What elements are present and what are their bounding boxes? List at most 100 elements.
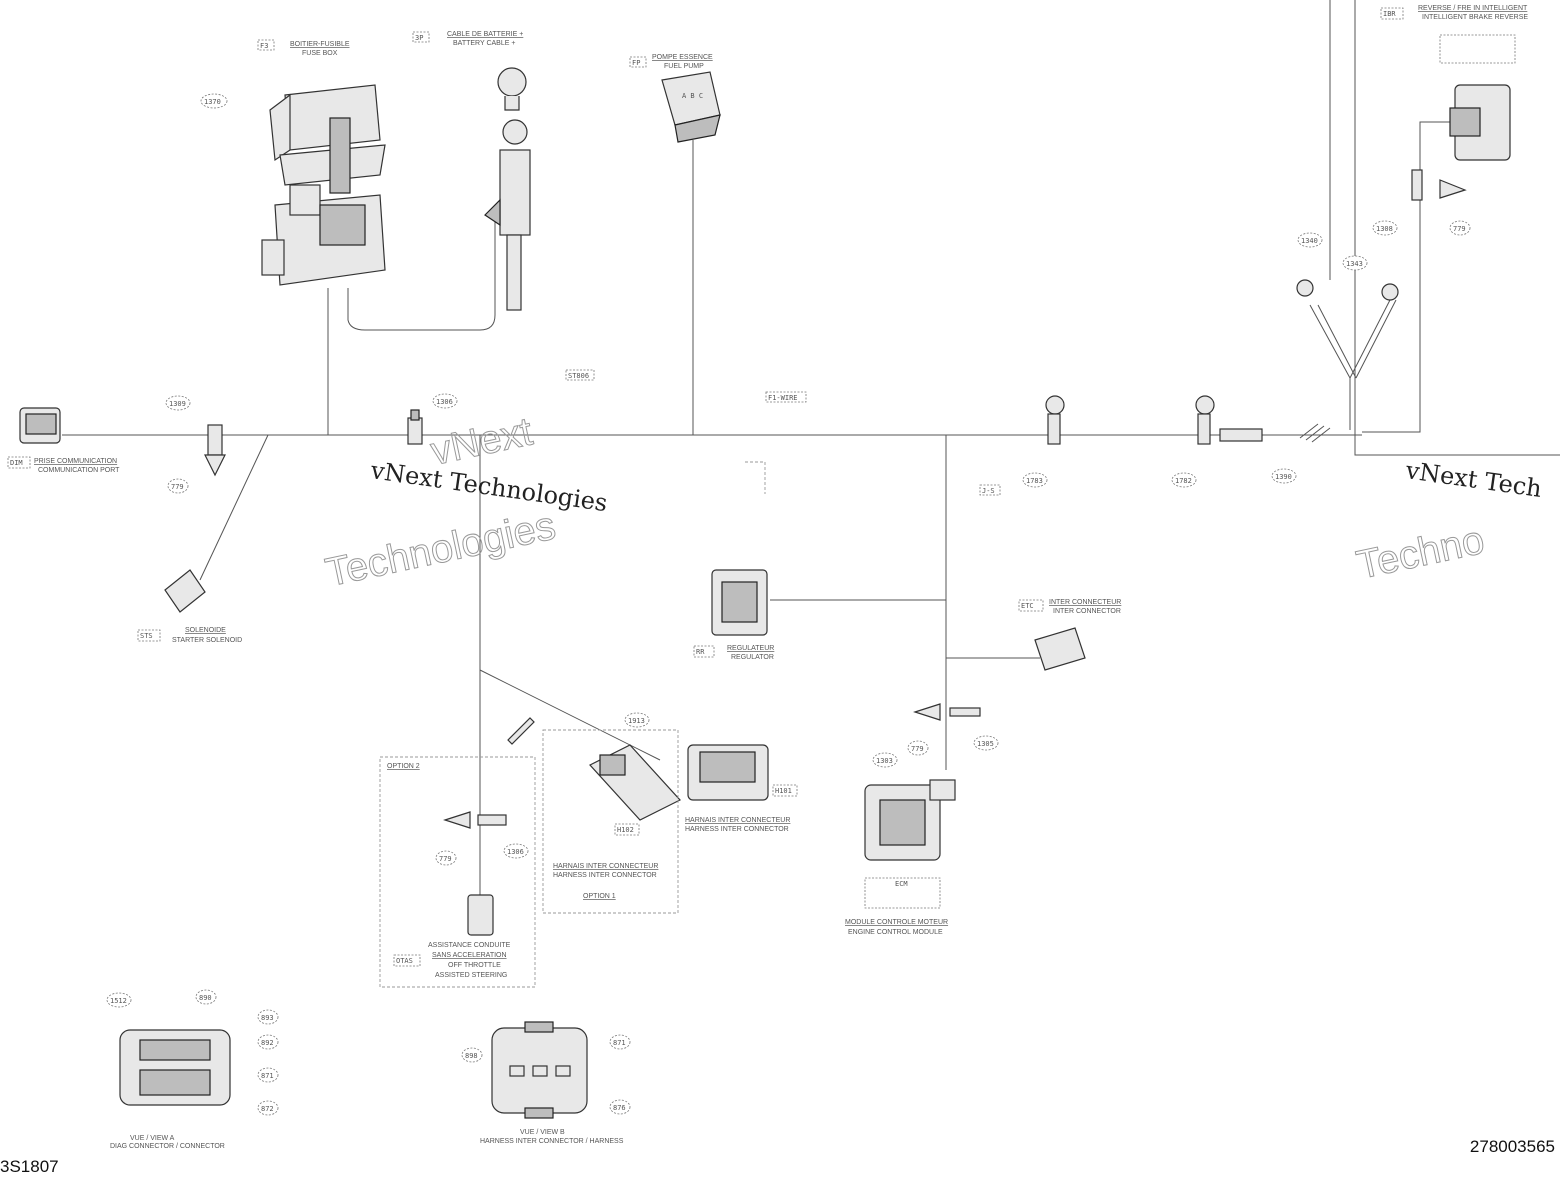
part-871-b: 871 <box>613 1039 626 1047</box>
ecm-label-fr: MODULE CONTROLE MOTEUR <box>845 919 948 926</box>
inter-connector <box>1034 627 1086 671</box>
right-vertical-wire <box>1354 0 1560 456</box>
part-890: 890 <box>199 994 212 1002</box>
watermark-outline-vnext: vNext <box>427 410 536 474</box>
ibr-module <box>1449 84 1511 161</box>
right-harness-wire <box>1340 121 1450 436</box>
watermark-text: vNext Technologies <box>368 456 609 517</box>
fusebox-label-fr: BOITIER-FUSIBLE <box>290 41 350 48</box>
view-b-connector <box>491 1021 588 1119</box>
inter-label-fr: INTER CONNECTEUR <box>1049 599 1121 606</box>
fuse-box <box>261 84 386 286</box>
starter-label-fr: SOLENOIDE <box>185 627 226 634</box>
part-779-d: 779 <box>439 855 452 863</box>
watermark-center: vNext Technologies vNext Technologies <box>321 409 609 596</box>
inter-label-en: INTER CONNECTOR <box>1053 608 1121 615</box>
diag-label-en: COMMUNICATION PORT <box>38 467 120 474</box>
ibr-label-fr: REVERSE / FRE IN INTELLIGENT <box>1418 5 1528 12</box>
part-1306-b: 1306 <box>507 848 524 856</box>
battery-cable-wire <box>347 210 496 331</box>
fusebox-label-en: FUSE BOX <box>302 50 338 57</box>
harness-label-en-2: HARNESS INTER CONNECTOR <box>553 872 657 879</box>
battery-label-fr: CABLE DE BATTERIE + <box>447 31 523 38</box>
part-898: 898 <box>465 1052 478 1060</box>
part-number: 278003565 <box>1469 1137 1555 1156</box>
ibr-ref: IBR <box>1383 10 1396 18</box>
part-876: 876 <box>613 1104 626 1112</box>
part-1305: 1305 <box>977 740 994 748</box>
watermark-right-text: vNext Tech <box>1403 456 1543 503</box>
assist-label-en: OFF THROTTLE <box>448 962 501 969</box>
ring-terminal-1782 <box>1195 395 1263 445</box>
inter-ref: ETC <box>1021 602 1034 610</box>
battery-ref: 3P <box>415 34 423 42</box>
part-1913: 1913 <box>628 717 645 725</box>
starter-ref: STS <box>140 632 153 640</box>
part-1370: 1370 <box>204 98 221 106</box>
part-872: 872 <box>261 1105 274 1113</box>
fuelpump-label-fr: POMPE ESSENCE <box>652 54 713 61</box>
harness-label-fr-1: HARNAIS INTER CONNECTEUR <box>685 817 790 824</box>
harness-ref-h102: H102 <box>617 826 634 834</box>
diag-ref: DIM <box>10 459 23 467</box>
starter-label-en: STARTER SOLENOID <box>172 637 242 644</box>
part-871: 871 <box>261 1072 274 1080</box>
assist-label-en2: ASSISTED STEERING <box>435 972 507 979</box>
part-1343: 1343 <box>1346 260 1363 268</box>
starter-connector <box>164 569 206 613</box>
part-779-b: 779 <box>1453 225 1466 233</box>
ring-terminals-y <box>1296 279 1399 301</box>
part-779-c: 779 <box>911 745 924 753</box>
svg-text:A B C: A B C <box>682 92 703 100</box>
ground-stud-left <box>204 424 226 477</box>
harness-ref-h101: H101 <box>775 787 792 795</box>
part-893: 893 <box>261 1014 274 1022</box>
part-1340: 1340 <box>1301 237 1318 245</box>
assist-label-fr: ASSISTANCE CONDUITE <box>428 942 511 949</box>
fusebox-ref: F3 <box>260 42 268 50</box>
part-callouts: 1309 779 1306 1783 1782 1390 1340 1343 1… <box>106 220 1471 1116</box>
view-b-title: VUE / VIEW B <box>520 1129 565 1136</box>
harness-label-fr-2: HARNAIS INTER CONNECTEUR <box>553 863 658 870</box>
fuse-holder <box>407 409 423 445</box>
harness-label-en-1: HARNESS INTER CONNECTOR <box>685 826 789 833</box>
regulator <box>711 569 768 636</box>
part-1308: 1308 <box>1376 225 1393 233</box>
part-892: 892 <box>261 1039 274 1047</box>
view-a-subtitle: DIAG CONNECTOR / CONNECTOR <box>110 1143 225 1150</box>
fuel-pump-connector: A B C <box>661 71 721 143</box>
part-1512: 1512 <box>110 997 127 1005</box>
ground-stud-ecm <box>913 703 981 721</box>
watermark-right: vNext Tech Techno <box>1352 456 1543 588</box>
option-2-label: OPTION 2 <box>387 763 420 770</box>
view-b-subtitle: HARNESS INTER CONNECTOR / HARNESS <box>480 1138 624 1145</box>
wire-tag-f1: F1-WIRE <box>768 394 798 402</box>
regulator-ref: RR <box>696 648 705 656</box>
regulator-label-fr: REGULATEUR <box>727 645 774 652</box>
assist-connector <box>443 811 507 936</box>
ground-stud-right <box>1411 169 1467 201</box>
harness-connector-h101 <box>687 744 769 801</box>
view-a-title: VUE / VIEW A <box>130 1135 175 1142</box>
part-1783: 1783 <box>1026 477 1043 485</box>
watermark-outline-technologies: Technologies <box>322 504 560 596</box>
assist-ref: OTAS <box>396 957 413 965</box>
view-a-connector <box>119 1029 231 1106</box>
wire-tag-st806: ST806 <box>568 372 589 380</box>
ecm-module <box>864 779 956 861</box>
part-1782: 1782 <box>1175 477 1192 485</box>
part-1303: 1303 <box>876 757 893 765</box>
fuelpump-ref: FP <box>632 59 640 67</box>
harness-connector-h102 <box>589 744 681 821</box>
ibr-label-en: INTELLIGENT BRAKE REVERSE <box>1422 14 1528 21</box>
regulator-label-en: REGULATOR <box>731 654 774 661</box>
wire-tag-js: J-S <box>982 487 995 495</box>
part-779-a: 779 <box>171 483 184 491</box>
battery-cable-terminal <box>484 67 531 311</box>
diag-label-fr: PRISE COMMUNICATION <box>34 458 117 465</box>
part-1306: 1306 <box>436 398 453 406</box>
ecm-ref: ECM <box>895 880 908 888</box>
ecm-label-en: ENGINE CONTROL MODULE <box>848 929 943 936</box>
option-1-label: OPTION 1 <box>583 893 616 900</box>
part-1390: 1390 <box>1275 473 1292 481</box>
